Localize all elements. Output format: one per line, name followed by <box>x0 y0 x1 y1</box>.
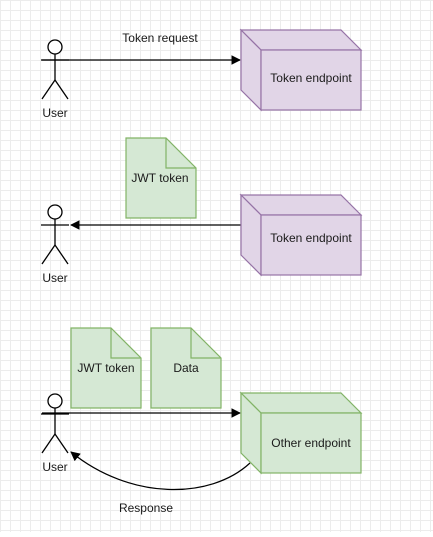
user-actor-2[interactable] <box>41 204 69 265</box>
token-endpoint-label-2: Token endpoint <box>270 231 352 245</box>
other-endpoint-label: Other endpoint <box>271 436 351 450</box>
token-endpoint-2[interactable] <box>239 193 363 277</box>
user-label-3: User <box>42 460 67 474</box>
data-document-label: Data <box>173 361 199 375</box>
other-endpoint[interactable] <box>239 391 363 475</box>
scene-token-response: JWT token User Token endpoint <box>41 137 363 285</box>
scene-token-request: User Token request Token endpoint <box>41 28 363 120</box>
user-actor-3[interactable] <box>41 393 69 454</box>
token-endpoint-1[interactable] <box>239 28 363 112</box>
data-document[interactable] <box>150 327 222 409</box>
jwt-document-label-2: JWT token <box>77 361 134 375</box>
response-arrow[interactable] <box>70 451 251 491</box>
scene-data-request: JWT token Data User Other endpoint Respo… <box>41 327 363 515</box>
token-request-label: Token request <box>122 31 198 45</box>
response-label: Response <box>119 501 173 515</box>
token-endpoint-label-1: Token endpoint <box>270 71 352 85</box>
user-label-2: User <box>42 271 67 285</box>
user-actor-1[interactable] <box>41 39 69 100</box>
jwt-document-1[interactable] <box>125 137 197 219</box>
user-label-1: User <box>42 106 67 120</box>
jwt-document-label-1: JWT token <box>131 171 188 185</box>
jwt-document-2[interactable] <box>70 327 142 409</box>
